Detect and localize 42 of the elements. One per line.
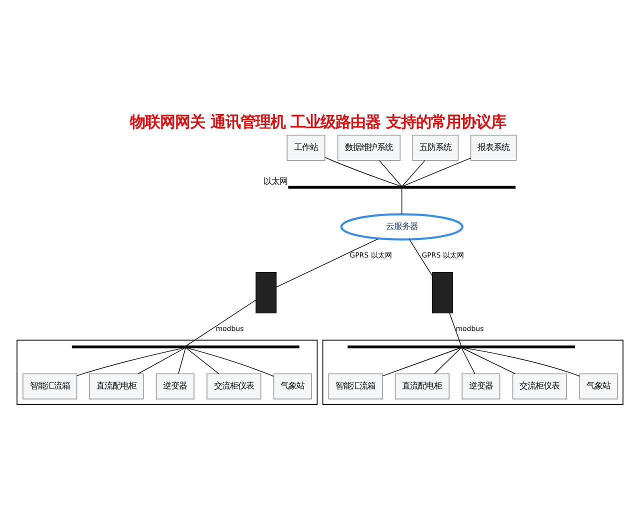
node-box: 交流柜仪表 (512, 373, 568, 400)
cluster (322, 340, 624, 406)
node-box: 智能汇流箱 (328, 373, 383, 400)
node-box: 气象站 (273, 373, 312, 400)
connector (379, 160, 402, 187)
node-box: 五防系统 (412, 134, 459, 161)
connector (138, 348, 186, 374)
node-box: 气象站 (579, 373, 618, 400)
node-label: 以太网 (264, 176, 288, 186)
node-box: 数据维护系统 (338, 134, 400, 161)
connector (76, 348, 184, 376)
cluster (16, 340, 318, 406)
node-box: 交流柜仪表 (206, 373, 262, 400)
connector (186, 348, 274, 377)
node-box: 直流配电柜 (394, 373, 450, 400)
connector (382, 348, 461, 376)
connector (449, 312, 462, 346)
connector (402, 158, 471, 187)
node-ellipse: 云服务器 (340, 213, 464, 240)
node-box: 直流配电柜 (89, 373, 144, 400)
connector (402, 160, 426, 187)
connector (276, 238, 379, 288)
node-bar (288, 186, 516, 189)
node-box: 智能汇流箱 (22, 373, 78, 400)
node-box (256, 272, 277, 314)
connector (462, 348, 516, 374)
node-box: 工作站 (286, 134, 326, 161)
connector (324, 157, 402, 187)
connector (434, 348, 462, 374)
connector (408, 239, 433, 276)
node-box: 逆变器 (156, 373, 194, 400)
node-box: 报表系统 (470, 134, 517, 161)
connector (464, 348, 580, 377)
connector (178, 348, 186, 374)
node-box: 逆变器 (462, 373, 500, 400)
connector (186, 348, 220, 374)
connector (186, 300, 256, 346)
node-bar (72, 345, 300, 348)
node-box (432, 272, 453, 314)
node-bar (348, 345, 576, 348)
diagram-title: 物联网网关 通讯管理机 工业级路由器 支持的常用协议库 (130, 113, 506, 132)
connector (461, 348, 476, 374)
